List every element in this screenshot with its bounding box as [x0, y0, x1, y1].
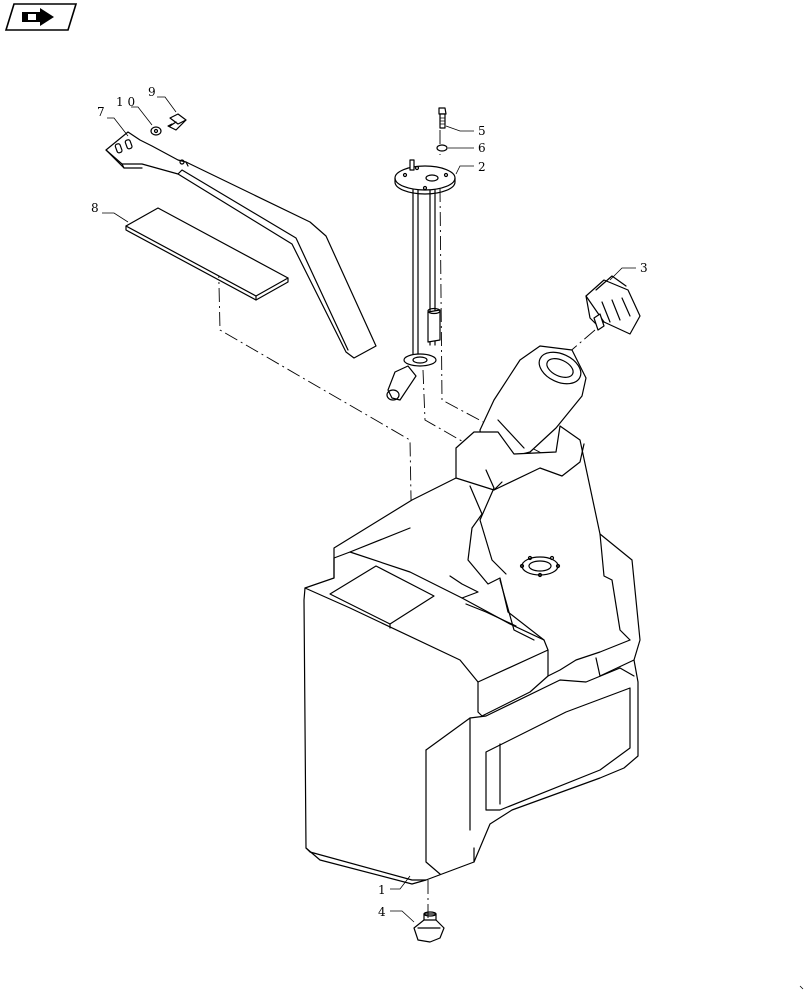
callout-6: 6 [478, 141, 486, 155]
leader-lines [102, 96, 636, 923]
part-cap [585, 275, 641, 335]
callout-3: 3 [640, 261, 648, 275]
callouts: 1 2 3 4 5 6 7 8 9 1 0 [91, 85, 648, 919]
part-pad [125, 207, 289, 301]
part-drain-plug [413, 911, 445, 943]
corner-mark [799, 985, 804, 990]
callout-5: 5 [478, 124, 486, 138]
part-sender-unit [386, 159, 456, 401]
part-strap-bracket [105, 131, 377, 359]
callout-4: 4 [378, 905, 386, 919]
prev-page-button[interactable] [4, 3, 78, 31]
part-fuel-tank [303, 425, 641, 885]
prev-page-arrow-icon [22, 8, 54, 26]
callout-8: 8 [91, 201, 99, 215]
callout-9: 9 [148, 85, 156, 99]
callout-2: 2 [478, 160, 486, 174]
callout-1: 1 [378, 883, 386, 897]
part-bolt-5 [438, 107, 447, 129]
callout-7: 7 [97, 105, 105, 119]
part-washer-6 [436, 144, 448, 152]
part-bolt-9 [167, 113, 187, 131]
part-washer-10 [150, 126, 162, 136]
callout-10: 1 0 [116, 95, 135, 109]
